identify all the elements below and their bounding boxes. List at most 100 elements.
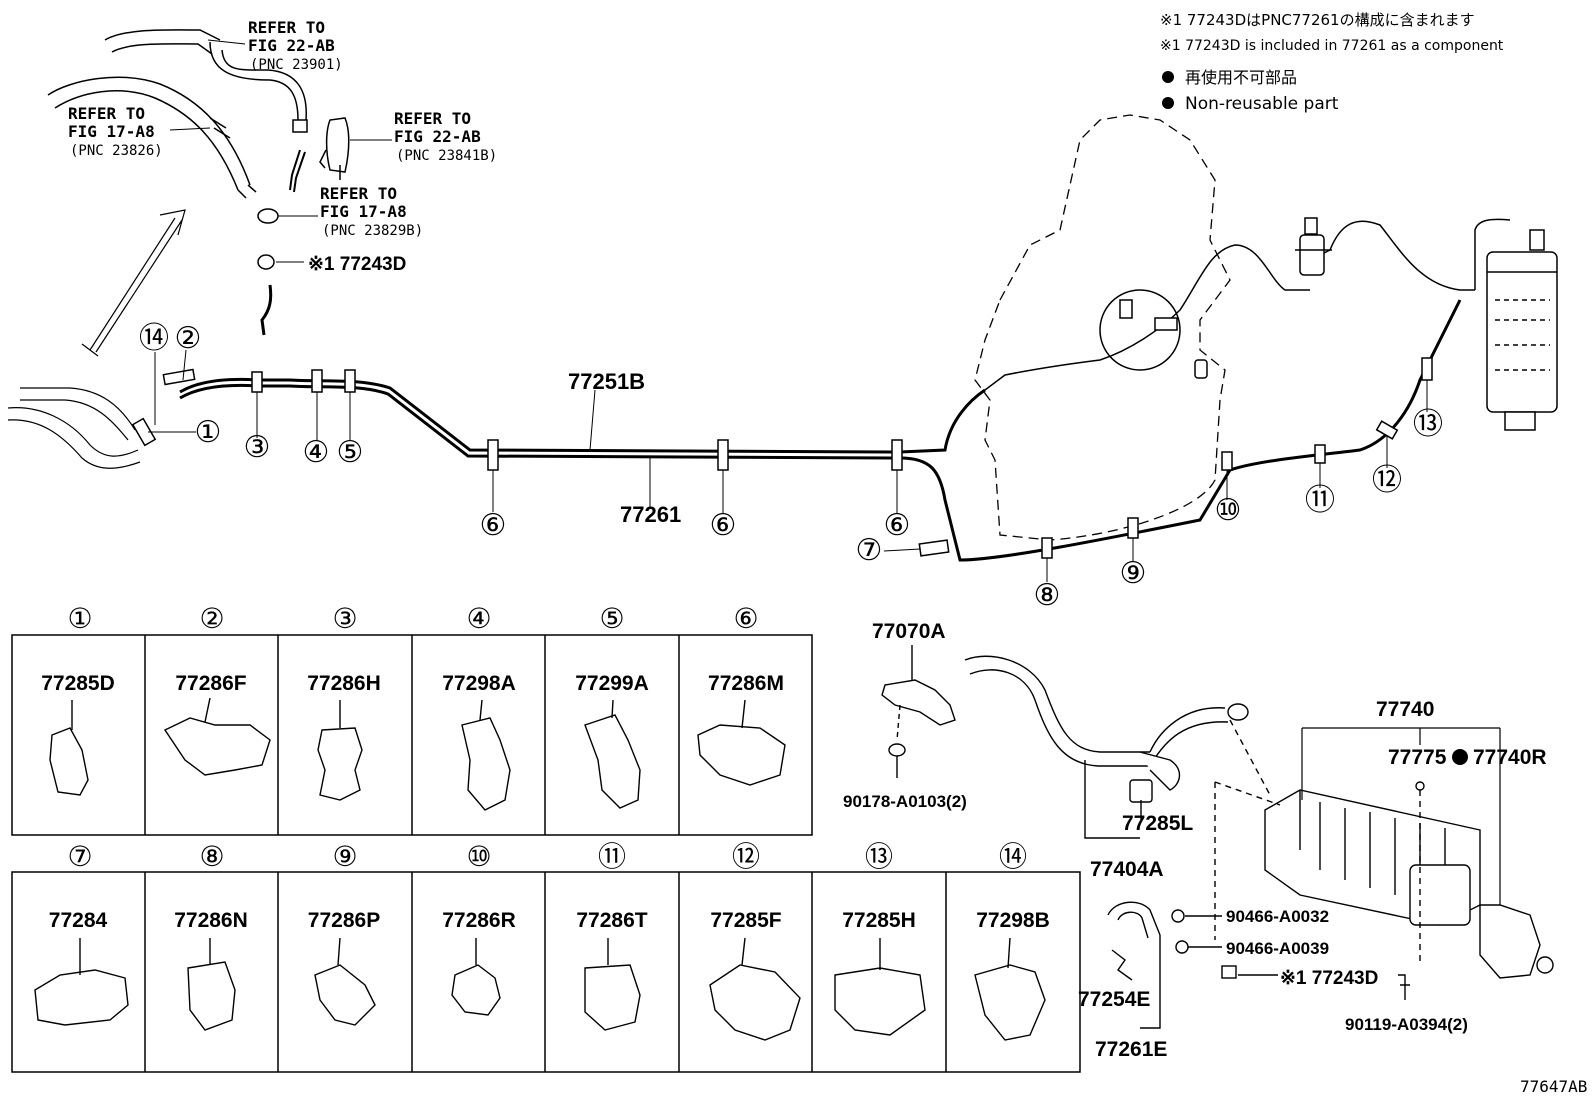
callout-11: ⑪ bbox=[1305, 483, 1335, 518]
callout-1: ① bbox=[195, 415, 222, 450]
refer-to-fig22-ab-23901: REFER TO FIG 22-AB (PNC 23901) bbox=[248, 18, 343, 73]
svg-text:(PNC 23901): (PNC 23901) bbox=[250, 57, 343, 73]
part-90178-a0103: 90178-A0103(2) bbox=[843, 792, 967, 811]
refer-to-fig22-ab-23841b: REFER TO FIG 22-AB (PNC 23841B) bbox=[394, 109, 497, 164]
table-num-5: ⑤ bbox=[599, 602, 624, 635]
table-num-2: ② bbox=[199, 602, 224, 635]
note-en: ※1 77243D is included in 77261 as a comp… bbox=[1160, 38, 1504, 54]
svg-text:FIG 17-A8: FIG 17-A8 bbox=[68, 122, 155, 141]
part-90119-a0394: 90119-A0394(2) bbox=[1345, 1015, 1468, 1034]
callout-6c: ⑥ bbox=[884, 508, 911, 543]
canister-upper-drawing bbox=[1486, 229, 1558, 431]
small-hose-77254e-drawing bbox=[1107, 901, 1410, 1029]
part-77254e: 77254E bbox=[1078, 988, 1150, 1011]
notes-block: ※1 77243DはPNC77261の構成に含まれます ※1 77243D is… bbox=[1160, 11, 1504, 114]
line-clamps bbox=[131, 357, 1433, 559]
table-num-13: ⑬ bbox=[865, 840, 893, 873]
table-num-8: ⑧ bbox=[199, 840, 224, 873]
table-num-4: ④ bbox=[466, 602, 491, 635]
table-part-77286n: 77286N bbox=[174, 909, 248, 932]
table-num-10: ⑩ bbox=[466, 840, 491, 873]
row1-clamp-drawings bbox=[49, 697, 786, 811]
table-row-2: ⑦ ⑧ ⑨ ⑩ ⑪ ⑫ ⑬ ⑭ 77284 77286N 77286P 7728… bbox=[49, 840, 1050, 932]
callout-7: ⑦ bbox=[856, 533, 883, 568]
fuel-pump-ring bbox=[1099, 289, 1208, 379]
table-part-77298a: 77298A bbox=[442, 672, 516, 695]
reference-leader-lines bbox=[169, 39, 392, 263]
part-90466-a0032: 90466-A0032 bbox=[1226, 907, 1329, 926]
part-77261: 77261 bbox=[620, 502, 681, 527]
svg-text:(PNC 23841B): (PNC 23841B) bbox=[396, 148, 497, 164]
part-77261e: 77261E bbox=[1095, 1038, 1167, 1061]
table-num-9: ⑨ bbox=[332, 840, 357, 873]
part-90466-a0039: 90466-A0039 bbox=[1226, 939, 1329, 958]
svg-text:FIG 22-AB: FIG 22-AB bbox=[248, 36, 335, 55]
svg-text:FIG 22-AB: FIG 22-AB bbox=[394, 127, 481, 146]
callout-6a: ⑥ bbox=[480, 508, 507, 543]
table-part-77285d: 77285D bbox=[41, 672, 115, 695]
table-num-3: ③ bbox=[332, 602, 357, 635]
table-num-12: ⑫ bbox=[732, 840, 760, 873]
callout-4: ④ bbox=[303, 435, 330, 470]
table-part-77285h: 77285H bbox=[842, 909, 916, 932]
table-part-77286m: 77286M bbox=[708, 672, 784, 695]
part-77404a: 77404A bbox=[1090, 858, 1164, 881]
svg-text:(PNC 23826): (PNC 23826) bbox=[70, 143, 163, 159]
non-reusable-dot-icon bbox=[1162, 71, 1174, 83]
table-num-7: ⑦ bbox=[67, 840, 92, 873]
main-callouts: ① ② ⑭ ③ ④ ⑤ ⑥ ⑥ ⑥ ⑦ ⑧ ⑨ ⑩ ⑪ ⑫ ⑬ bbox=[139, 321, 1443, 613]
callout-10: ⑩ bbox=[1215, 493, 1242, 528]
table-part-77285f: 77285F bbox=[710, 909, 781, 932]
table-part-77286h: 77286H bbox=[307, 672, 381, 695]
svg-text:REFER TO: REFER TO bbox=[320, 184, 397, 203]
upper-hoses-drawing bbox=[47, 29, 350, 357]
table-part-77286t: 77286T bbox=[576, 909, 647, 932]
refer-to-fig17-a8-23829b: REFER TO FIG 17-A8 (PNC 23829B) bbox=[320, 184, 423, 239]
non-reusable-dot-icon bbox=[1162, 97, 1174, 109]
table-num-6: ⑥ bbox=[733, 602, 758, 635]
callout-14: ⑭ bbox=[139, 321, 169, 356]
callout-6b: ⑥ bbox=[710, 508, 737, 543]
vent-valve-drawing bbox=[1295, 217, 1332, 276]
table-num-11: ⑪ bbox=[598, 840, 626, 873]
table-part-77286f: 77286F bbox=[175, 672, 246, 695]
part-77243d-top: ※1 77243D bbox=[308, 254, 406, 275]
svg-text:REFER TO: REFER TO bbox=[394, 109, 471, 128]
callout-3: ③ bbox=[244, 430, 271, 465]
non-reusable-dot-icon bbox=[1452, 749, 1468, 765]
table-part-77286p: 77286P bbox=[308, 909, 380, 932]
main-fuel-lines bbox=[7, 218, 1511, 562]
canister-77740-drawing bbox=[1214, 719, 1554, 979]
part-77251b: 77251B bbox=[568, 369, 645, 394]
svg-text:(PNC 23829B): (PNC 23829B) bbox=[322, 223, 423, 239]
legend-en: Non-reusable part bbox=[1185, 94, 1339, 114]
part-77070a: 77070A bbox=[872, 620, 946, 643]
callout-8: ⑧ bbox=[1034, 578, 1061, 613]
part-77775: 77775 bbox=[1388, 746, 1447, 769]
hose-77404a-drawing bbox=[964, 655, 1249, 839]
table-part-77299a: 77299A bbox=[575, 672, 649, 695]
legend-jp: 再使用不可部品 bbox=[1185, 68, 1297, 87]
callout-12: ⑫ bbox=[1372, 463, 1402, 498]
fuel-tank-outline bbox=[974, 114, 1231, 541]
callout-13: ⑬ bbox=[1413, 407, 1443, 442]
valve-77070a-drawing bbox=[881, 645, 956, 778]
svg-text:REFER TO: REFER TO bbox=[68, 104, 145, 123]
refer-to-fig17-a8-23826: REFER TO FIG 17-A8 (PNC 23826) bbox=[68, 104, 163, 159]
note-jp: ※1 77243DはPNC77261の構成に含まれます bbox=[1160, 11, 1475, 29]
part-77740: 77740 bbox=[1376, 698, 1434, 721]
table-row-1: ① ② ③ ④ ⑤ ⑥ 77285D 77286F 77286H 77298A … bbox=[41, 602, 784, 695]
svg-text:REFER TO: REFER TO bbox=[248, 18, 325, 37]
table-part-77298b: 77298B bbox=[976, 909, 1050, 932]
row2-clamp-drawings bbox=[34, 937, 1046, 1041]
clamp-parts-table bbox=[11, 634, 1081, 1073]
callout-5: ⑤ bbox=[337, 435, 364, 470]
part-77285l: 77285L bbox=[1122, 812, 1193, 835]
part-77243d-bottom: ※1 77243D bbox=[1280, 968, 1378, 989]
table-num-14: ⑭ bbox=[999, 840, 1027, 873]
table-part-77286r: 77286R bbox=[442, 909, 516, 932]
part-77740-bracket bbox=[1301, 727, 1501, 905]
figure-code: 77647AB bbox=[1520, 1077, 1587, 1096]
callout-2: ② bbox=[175, 321, 202, 356]
